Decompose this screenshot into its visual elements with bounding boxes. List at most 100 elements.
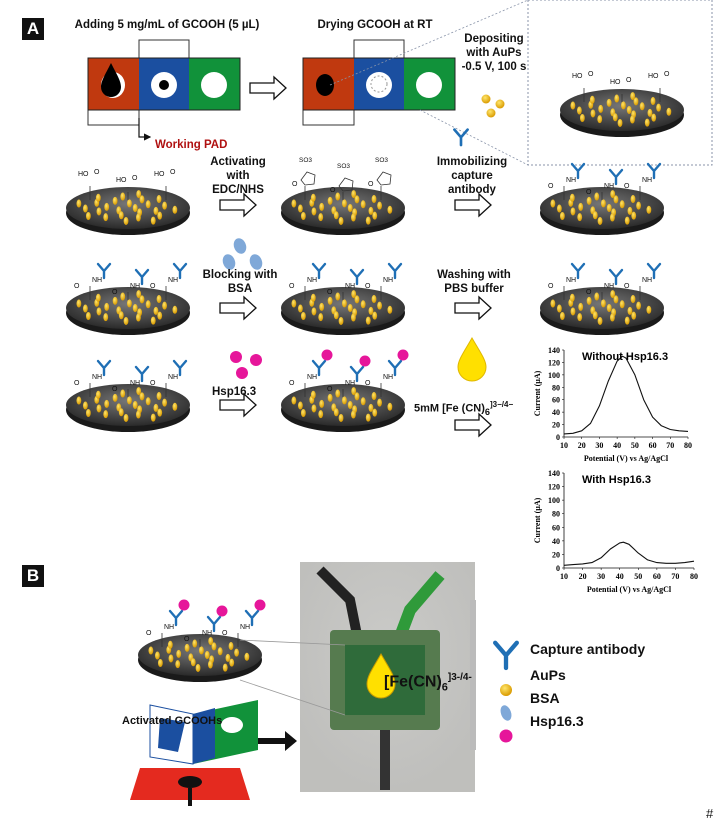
hsp-particle [321,349,333,361]
gold-particle [646,305,652,314]
gold-particle [208,637,214,646]
working-pad-label: Working PAD [155,139,228,151]
y-tick-label: 120 [548,358,560,367]
text-line: EDC/NHS [212,184,264,196]
chem-label: NH [202,630,212,637]
gold-particle [368,206,374,215]
gold-particle [609,213,615,222]
pointer-arrow [138,118,152,141]
gold-particle [82,304,88,313]
antibody-icon [311,359,327,377]
gold-particle [156,392,162,401]
y-tick-label: 20 [552,421,560,430]
antibody-icon [646,162,662,180]
gold-particle [217,647,223,656]
text-line: capture [451,170,493,182]
bsa-icon [222,238,263,270]
step-activating-label: Activating with EDC/NHS [200,155,276,197]
hsp-icon [499,729,513,743]
gold-particle [112,393,118,402]
text-line: antibody [448,184,496,196]
chem-label: O [289,380,295,387]
gold-particle [368,306,374,315]
gold-particle [176,649,182,658]
gold-particle [630,195,636,204]
text-line: Depositing [464,33,524,45]
legend-item-aups: AuPs [530,667,566,683]
chem-label: HO [610,79,621,86]
gold-particle [630,92,636,101]
antibody-icon [387,262,403,280]
hsp-particle [216,605,228,617]
chem-label: O [222,630,228,637]
gold-particle [96,307,102,316]
chem-label: NH [345,283,355,290]
gold-particle [190,658,196,667]
gold-particle [291,299,297,308]
gold-particle [350,410,356,419]
gold-particle [651,113,657,122]
chem-label: O [548,283,554,290]
gold-particle [614,94,620,103]
gold-particle [570,101,576,110]
gold-particle [145,200,151,209]
gold-particle [139,195,145,204]
chem-label: O [112,386,118,393]
chem-label: NH [383,277,393,284]
gold-particle [577,213,583,222]
gold-particle [318,213,324,222]
antibody-shape [349,268,365,286]
antibody-icon [168,609,184,627]
chem-label: O [330,187,336,194]
gold-particle [360,200,366,209]
gold-particle [300,312,306,321]
chem-label: HO [648,73,659,80]
ferricyanide-label-b: [Fe(CN)6]3-/4- [384,672,472,694]
gold-particle [578,202,584,211]
antibody-icon [608,168,624,186]
gold-particle [118,408,124,417]
antibody-icon [646,262,662,280]
panel-label-a: A [22,18,44,40]
gold-particle [586,196,592,205]
x-tick-label: 40 [613,441,621,450]
gold-particle [592,211,598,220]
antibody-shape [570,262,586,280]
gold-particle [372,408,378,417]
gold-particle [154,651,160,660]
gold-particle [318,410,324,419]
antibody-shape [608,268,624,286]
gold-particle [556,204,562,213]
gold-particle [365,216,371,225]
gold-particle [127,199,132,208]
x-tick-label: 70 [666,441,674,450]
gold-particle [96,207,102,216]
gold-particle [610,190,616,199]
gold-particle [354,295,360,304]
y-tick-label: 100 [548,371,560,380]
chem-label: O [112,289,118,296]
x-tick-label: 10 [560,572,568,581]
gold-particle [148,646,154,655]
chem-label: NH [92,277,102,284]
antibody-shape [646,262,662,280]
chem-label: NH [168,277,178,284]
gold-particle [76,396,82,405]
chem-label: SO3 [299,157,312,164]
pad-outline-top [138,39,190,59]
chem-label: NH [604,283,614,290]
chem-label: O [586,289,592,296]
gold-particle [139,295,145,304]
gold-particle [228,642,234,651]
antibody-icon [172,262,188,280]
gold-particle [132,204,138,212]
gold-particle [311,404,317,413]
gold-particle [338,413,344,422]
antibody-icon [244,609,260,627]
x-tick-label: 80 [684,441,692,450]
gold-particle [597,316,603,325]
chem-label: NH [130,283,140,290]
gold-particle [338,316,344,325]
gold-particle [579,114,585,123]
